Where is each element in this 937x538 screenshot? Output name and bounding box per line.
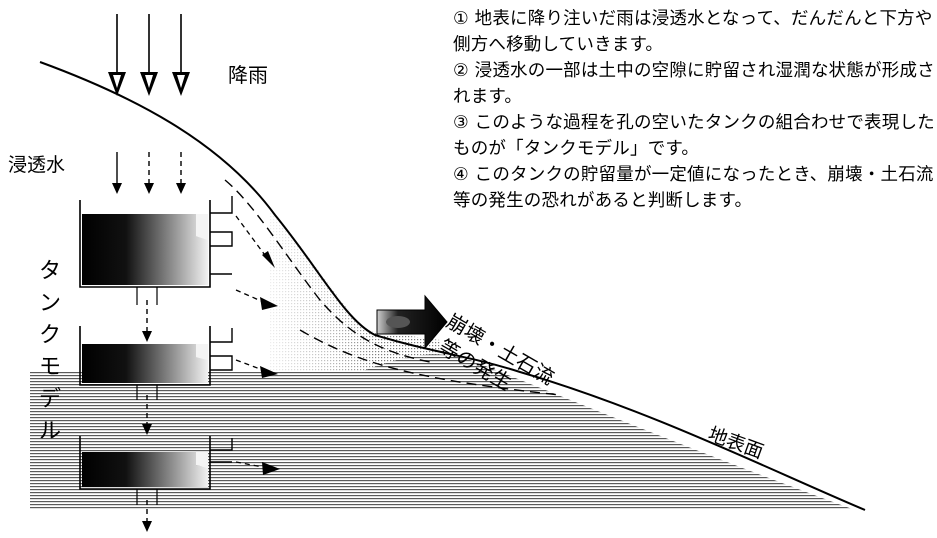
ground-surface-line	[39, 61, 866, 511]
tank-model-char: モ	[38, 355, 61, 380]
seepage-label: 浸透水	[8, 154, 66, 176]
tank-model-char: タ	[38, 259, 61, 284]
explanation-step-3: ③ このような過程を孔の空いたタンクの組合わせで表現したものが「タンクモデル」で…	[453, 113, 935, 159]
tank-2	[79, 326, 278, 435]
explanation-text: ① 地表に降り注いだ雨は浸透水となって、だんだんと下方や側方へ移動していきます。…	[453, 6, 935, 214]
explanation-step-2: ② 浸透水の一部は土中の空隙に貯留され湿潤な状態が形成されます。	[453, 61, 935, 107]
rain-label: 降雨	[228, 63, 268, 87]
tank-model-char: ル	[38, 419, 61, 444]
tank-model-char: ク	[38, 323, 61, 348]
tank-3	[79, 436, 280, 532]
tank-1	[79, 196, 278, 342]
explanation-step-4: ④ このタンクの貯留量が一定値になったとき、崩壊・土石流等の発生の恐れがあると判…	[453, 165, 934, 211]
tank-model-char: デ	[38, 387, 61, 412]
rain-arrows	[116, 14, 182, 72]
tank-model-label: タ ン ク モ デ ル	[37, 256, 63, 448]
ground-soil	[30, 354, 855, 510]
tank-model-char: ン	[38, 291, 61, 316]
collapse-arrow	[376, 294, 448, 350]
explanation-step-1: ① 地表に降り注いだ雨は浸透水となって、だんだんと下方や側方へ移動していきます。	[453, 9, 933, 55]
